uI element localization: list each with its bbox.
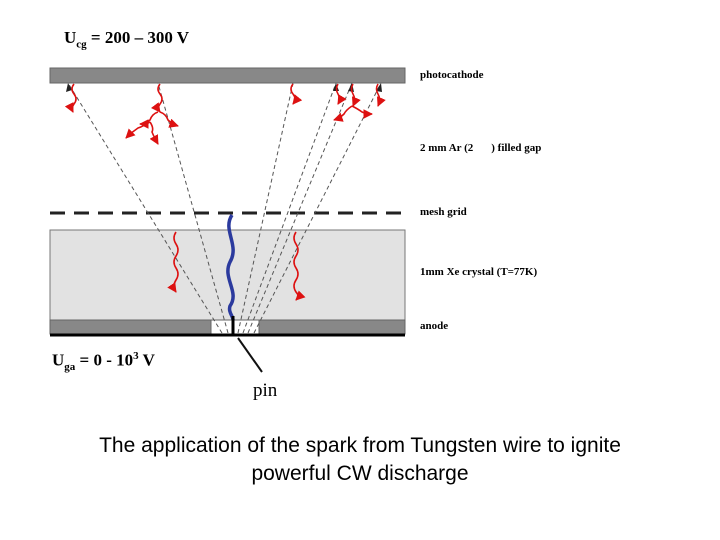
track [350, 83, 361, 107]
cathode-gap-voltage: Ucg = 200 – 300 V [64, 28, 189, 50]
mesh-grid-label: mesh grid [420, 206, 467, 218]
voltage-unit: V [138, 350, 155, 370]
track [159, 111, 179, 128]
ray-arrowhead [376, 83, 382, 92]
track [125, 121, 151, 139]
electron-tracks [64, 83, 386, 301]
ray [157, 82, 229, 334]
track [64, 83, 77, 113]
track [375, 83, 386, 107]
track [351, 105, 373, 119]
ray [247, 82, 353, 334]
anode-label: anode [420, 320, 449, 332]
gap-label: 2 mm Ar (2 ) filled gap [420, 142, 541, 154]
track [149, 121, 159, 145]
tungsten-wire [226, 214, 235, 321]
pin-pointer [237, 337, 263, 373]
track [290, 83, 303, 105]
xe-crystal-label: 1mm Xe crystal (T=77K) [420, 266, 538, 278]
ray-arrowhead [66, 83, 72, 92]
track [167, 231, 179, 293]
voltage-exponent: 3 [133, 350, 139, 362]
photon-rays [67, 82, 382, 334]
photocathode-label: photocathode [420, 69, 484, 81]
caption-line-2: powerful CW discharge [251, 462, 469, 485]
track [150, 83, 163, 113]
ray [242, 82, 337, 334]
ray-arrowheads [66, 83, 382, 92]
gap-label-left: 2 mm Ar (2 [420, 142, 474, 154]
voltage-value: = 200 – 300 V [90, 28, 190, 47]
gap-label-right: ) filled gap [491, 142, 542, 154]
figure-caption: The application of the spark from Tungst… [20, 432, 700, 488]
ray [253, 82, 382, 334]
voltage-value: = 0 - 10 [79, 350, 134, 370]
pin-label: pin [253, 380, 278, 401]
ray [237, 82, 294, 334]
voltage-symbol: U [52, 350, 65, 370]
caption-line-1: The application of the spark from Tungst… [99, 434, 621, 457]
track [335, 83, 347, 105]
voltage-subscript: ga [64, 361, 76, 374]
track [139, 111, 159, 129]
voltage-symbol: U [64, 28, 77, 47]
voltage-subscript: cg [76, 38, 87, 51]
track [333, 105, 353, 122]
track [293, 231, 306, 301]
photocathode-plate [49, 67, 406, 84]
gap-anode-voltage: Uga = 0 - 103 V [52, 350, 155, 373]
